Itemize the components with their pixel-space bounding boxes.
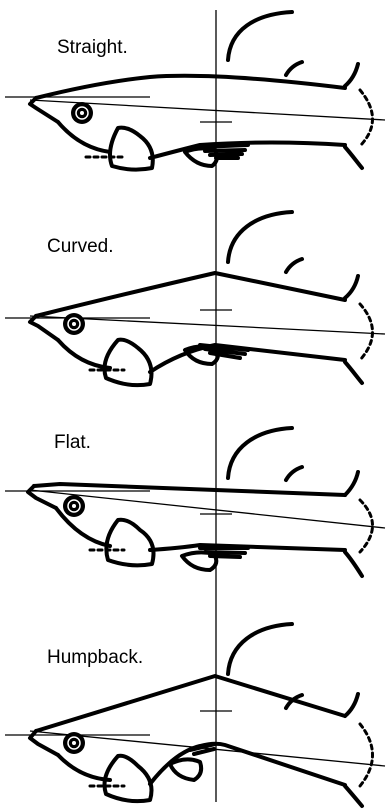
pelvic-fin [170, 759, 201, 780]
fish-eye [63, 732, 85, 754]
tail-fin-upper [345, 694, 358, 716]
dorsal-fin [228, 428, 292, 478]
panel-label-humpback: Humpback. [47, 647, 143, 668]
tail-fin-dashed [360, 90, 373, 146]
dorsal-fin [228, 624, 292, 674]
fish-eye [63, 495, 85, 517]
fish-eye [71, 102, 93, 124]
pectoral-fin [110, 128, 153, 170]
fish-back-outline [36, 676, 345, 731]
panel-label-flat: Flat. [54, 432, 91, 453]
fish-back-outline [36, 273, 345, 316]
pectoral-fin [105, 340, 152, 385]
anal-fin-gonopodium [200, 145, 248, 158]
fish-belly-outline [58, 122, 345, 158]
tail-fin-upper [345, 64, 358, 86]
tail-fin-lower [345, 786, 362, 806]
panel-label-straight: Straight. [57, 37, 128, 58]
tail-fin-lower [345, 362, 362, 383]
dorsal-fin [228, 212, 292, 262]
tail-fin-upper [345, 276, 358, 298]
tail-fin-upper [345, 472, 358, 495]
fish-back-outline [36, 76, 345, 98]
rear-dorsal-fin [286, 259, 302, 272]
pectoral-fin [106, 520, 153, 566]
rear-dorsal-fin [286, 467, 302, 480]
panel-straight: Straight. [5, 12, 385, 170]
panel-curved: Curved. [5, 212, 385, 385]
fish-back-outline [34, 484, 345, 495]
dorsal-fin [228, 12, 292, 60]
fish-head-outline [30, 316, 58, 340]
tail-fin-lower [345, 147, 362, 168]
fish-eye [63, 313, 85, 335]
anal-fin-gonopodium [200, 548, 248, 557]
rear-dorsal-fin [286, 62, 302, 75]
anal-fin-gonopodium [190, 744, 215, 754]
pectoral-fin [105, 756, 152, 801]
panel-humpback: Humpback. [5, 624, 385, 806]
tail-fin-lower [345, 552, 362, 576]
tail-fin-dashed [360, 304, 373, 360]
panel-flat: Flat. [5, 428, 385, 576]
tail-fin-dashed [360, 724, 373, 786]
fish-head-outline [28, 486, 56, 508]
panel-label-curved: Curved. [47, 236, 114, 257]
